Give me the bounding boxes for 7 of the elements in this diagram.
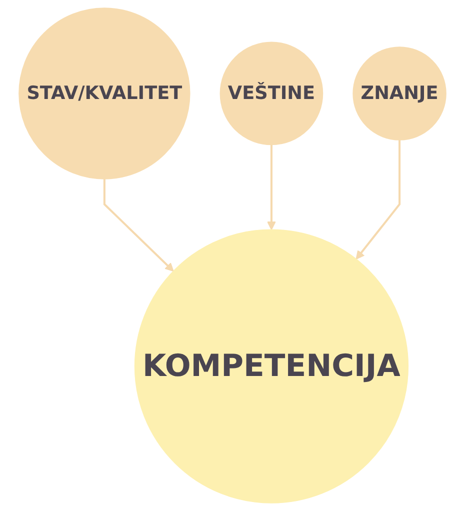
arrow bbox=[266, 144, 276, 230]
node-circle: KOMPETENCIJA bbox=[134, 229, 409, 504]
node-circle: VEŠTINE bbox=[220, 42, 324, 146]
arrow bbox=[356, 140, 401, 260]
arrow bbox=[103, 178, 174, 272]
node-circle: ZNANJE bbox=[352, 46, 446, 140]
node-circle: STAV/KVALITET bbox=[18, 8, 190, 180]
